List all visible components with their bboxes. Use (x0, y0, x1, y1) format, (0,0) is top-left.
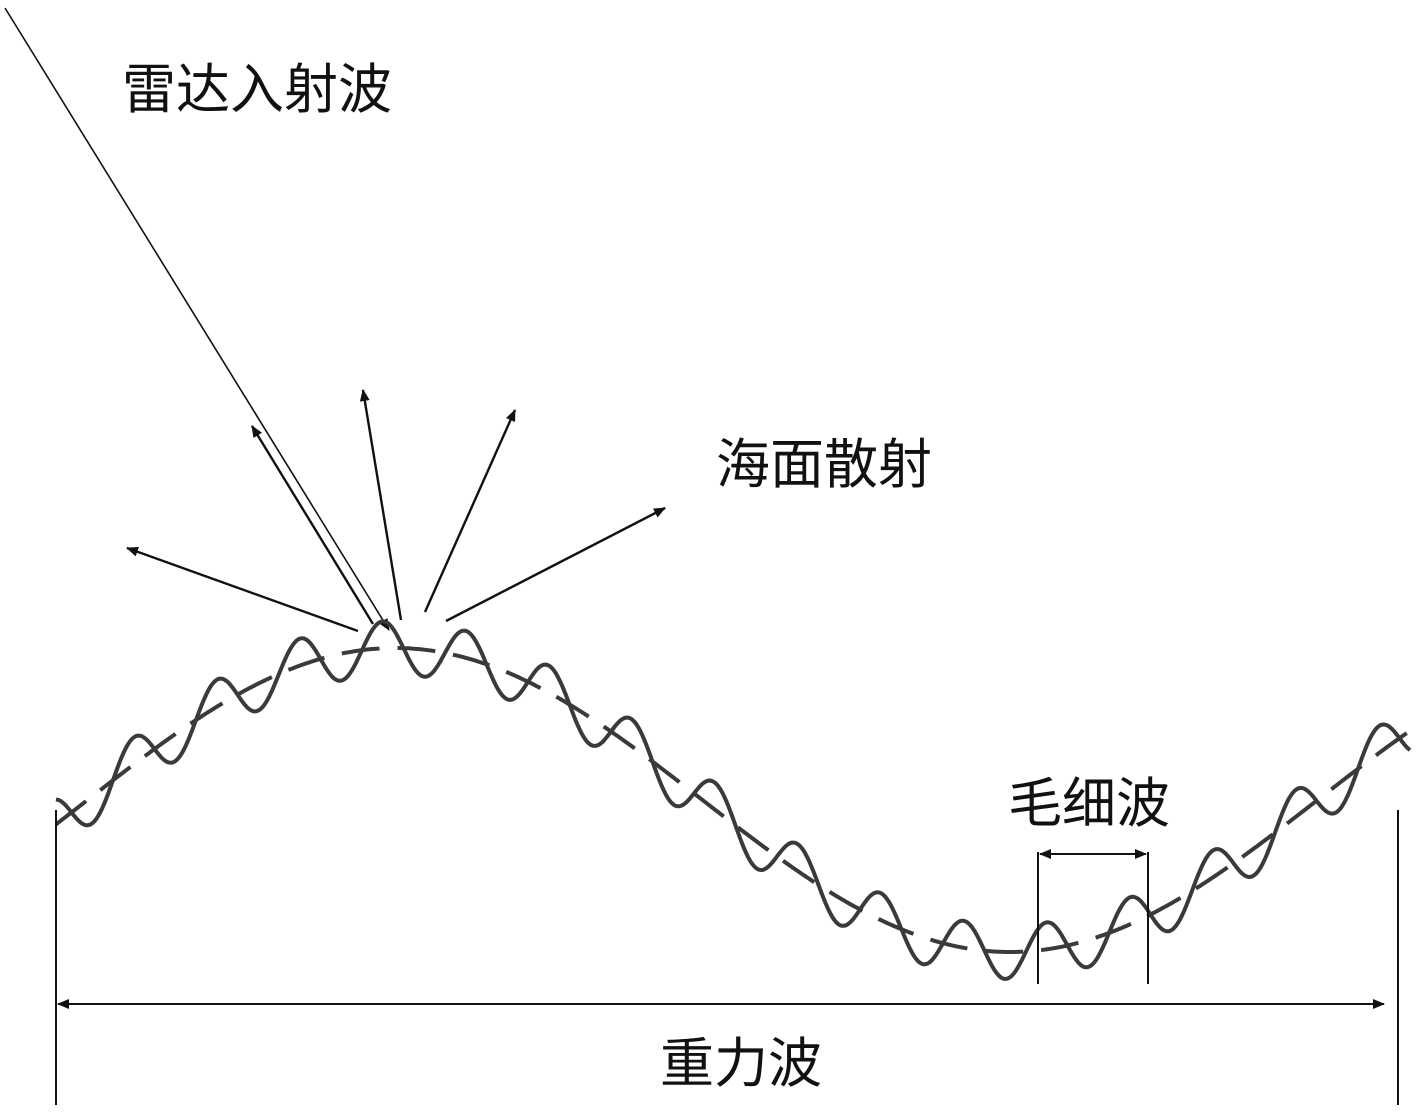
scatter-arrow-5 (445, 506, 666, 623)
scatter-arrow-3 (359, 389, 403, 621)
scatter-arrows (126, 389, 666, 633)
scatter-arrow-1 (126, 546, 359, 633)
gravity-wave-curve (54, 646, 1412, 954)
scatter-arrow-4 (423, 409, 517, 613)
capillary-wave-label: 毛细波 (1008, 772, 1170, 835)
gravity-wave-label: 重力波 (660, 1032, 822, 1095)
incident-wave-label: 雷达入射波 (122, 58, 392, 121)
scatter-arrow-2 (250, 425, 375, 625)
capillary-wave-curve (55, 619, 1412, 981)
incident-ray (4, 7, 390, 631)
sea-scatter-label: 海面散射 (716, 433, 932, 496)
